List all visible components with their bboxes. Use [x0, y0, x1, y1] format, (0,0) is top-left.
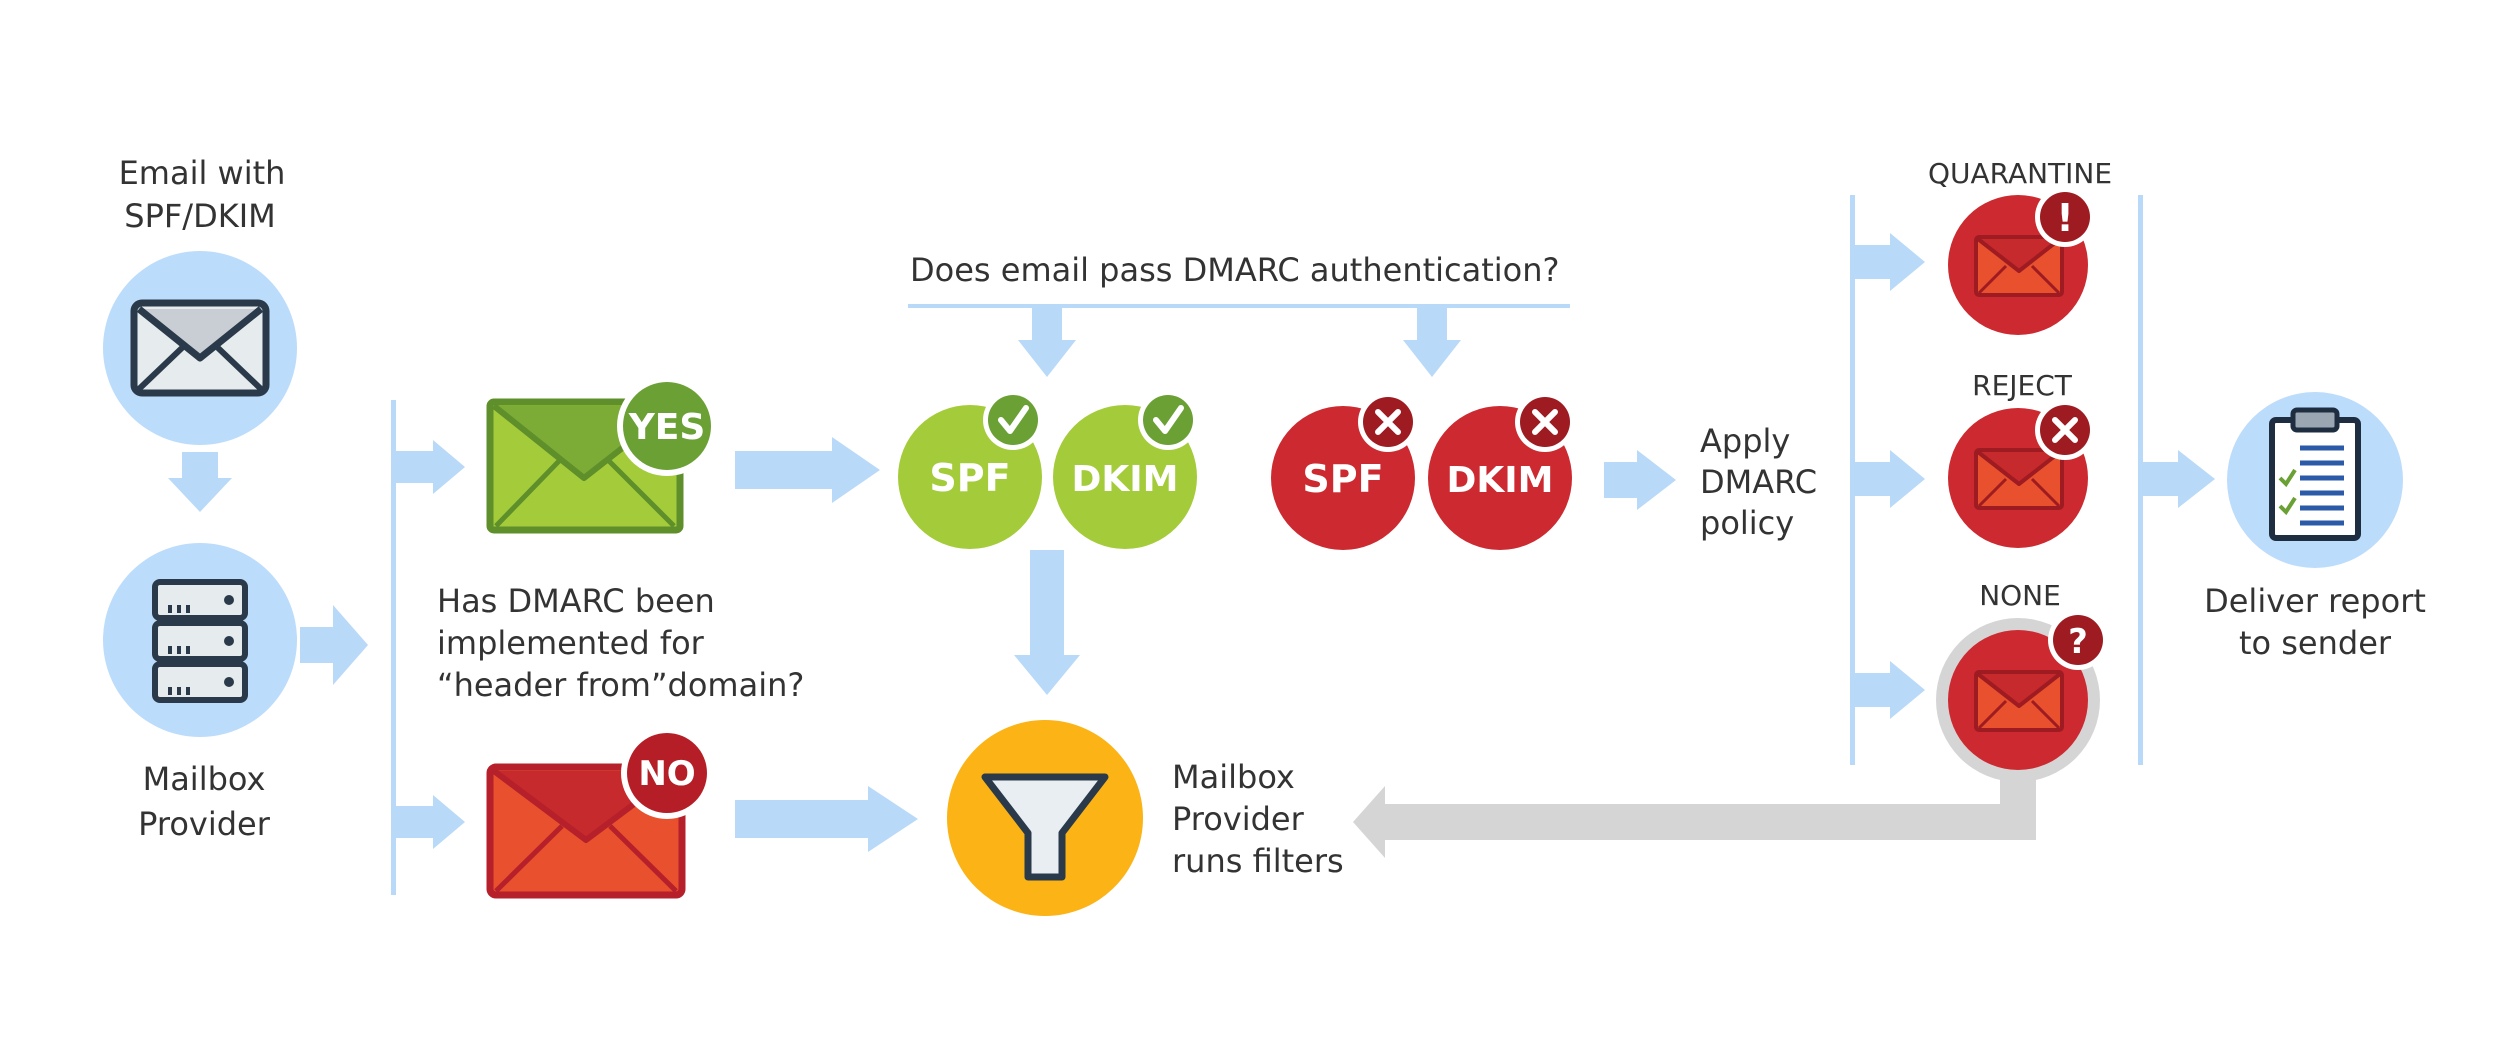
split-line-left	[391, 400, 396, 895]
spf-pass-text: SPF	[929, 456, 1010, 500]
policy-bracket-left	[1850, 195, 1855, 765]
apply-line-2: DMARC	[1700, 463, 1817, 501]
envelope-icon	[1974, 235, 2064, 297]
arrow-pass-to-filters	[1014, 550, 1080, 695]
filters-node	[947, 720, 1143, 916]
arrow-none-to-filters	[1353, 778, 2036, 858]
spf-pass-node: SPF	[898, 390, 1043, 549]
check-icon	[1153, 405, 1184, 434]
envelope-icon	[130, 299, 270, 397]
arrow-to-quarantine	[1855, 233, 1925, 291]
cross-badge	[1358, 392, 1418, 452]
question-line-2: implemented for	[437, 624, 705, 662]
apply-line-1: Apply	[1700, 422, 1790, 460]
arrow-to-no	[396, 795, 465, 849]
dkim-pass-text: DKIM	[1072, 459, 1179, 500]
dkim-fail-node: DKIM	[1428, 392, 1575, 550]
filters-line-1: Mailbox	[1172, 758, 1295, 796]
no-envelope-node: NO	[486, 727, 713, 899]
check-badge	[1138, 390, 1198, 450]
apply-line-3: policy	[1700, 504, 1794, 542]
check-icon	[998, 405, 1029, 434]
policy-bracket-right	[2138, 195, 2143, 765]
dmarc-auth-question: Does email pass DMARC authentication?	[910, 251, 1560, 289]
dkim-fail-text: DKIM	[1447, 460, 1554, 501]
close-icon	[1375, 409, 1401, 435]
yes-envelope-node: YES	[486, 376, 717, 534]
report-node	[2227, 392, 2403, 568]
arrow-auth-to-fail	[1403, 308, 1461, 377]
quarantine-node: !	[1948, 187, 2095, 335]
arrow-to-none	[1855, 661, 1925, 719]
label-provider: Provider	[138, 805, 271, 843]
arrow-down-to-provider	[168, 452, 232, 512]
question-line-1: Has DMARC been	[437, 582, 715, 620]
envelope-icon	[1974, 670, 2064, 732]
no-badge: NO	[621, 727, 713, 819]
question-icon: ?	[2068, 622, 2088, 662]
spf-fail-node: SPF	[1271, 392, 1418, 550]
deliver-line-2: to sender	[2239, 624, 2392, 662]
arrow-no-to-filters	[735, 786, 918, 852]
exclamation-badge: !	[2035, 187, 2095, 247]
mailbox-provider-node	[103, 543, 297, 737]
arrow-auth-to-pass	[1018, 308, 1076, 377]
question-line-3: “header from”domain?	[437, 666, 804, 704]
arrow-to-reject	[1855, 450, 1925, 508]
label-reject: REJECT	[1972, 369, 2073, 402]
cross-badge	[2035, 400, 2095, 460]
none-node: ?	[1936, 610, 2108, 782]
question-badge: ?	[2048, 610, 2108, 670]
funnel-icon	[981, 773, 1109, 881]
envelope-icon	[1974, 448, 2064, 510]
arrow-fail-to-policy	[1604, 450, 1676, 510]
cross-badge	[1515, 392, 1575, 452]
yes-badge-text: YES	[628, 407, 706, 448]
filters-line-2: Provider	[1172, 800, 1305, 838]
label-none: NONE	[1979, 579, 2061, 612]
filters-line-3: runs filters	[1172, 842, 1344, 880]
yes-badge: YES	[617, 376, 717, 476]
dkim-pass-node: DKIM	[1053, 390, 1198, 549]
spf-fail-text: SPF	[1302, 457, 1383, 501]
arrow-right-to-decision	[300, 605, 368, 685]
close-icon	[2052, 417, 2078, 443]
label-spf-dkim: SPF/DKIM	[124, 197, 275, 235]
server-icon	[152, 579, 248, 703]
check-badge	[983, 390, 1043, 450]
exclamation-icon: !	[2056, 196, 2073, 240]
deliver-line-1: Deliver report	[2204, 582, 2426, 620]
arrow-to-yes	[396, 440, 465, 494]
close-icon	[1532, 409, 1558, 435]
label-mailbox: Mailbox	[143, 760, 266, 798]
label-email-with: Email with	[119, 154, 286, 192]
email-source-node	[103, 251, 297, 445]
no-badge-text: NO	[638, 754, 695, 794]
reject-node	[1948, 400, 2095, 548]
arrow-yes-to-auth	[735, 437, 880, 503]
clipboard-checklist-icon	[2269, 407, 2361, 541]
arrow-to-report	[2143, 450, 2215, 508]
label-quarantine: QUARANTINE	[1928, 157, 2112, 190]
auth-bracket-line	[908, 304, 1570, 308]
